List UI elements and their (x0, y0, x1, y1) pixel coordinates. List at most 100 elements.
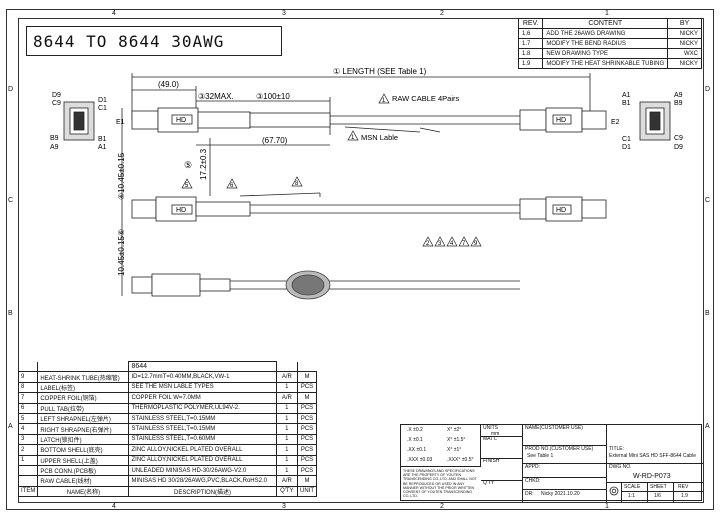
sheet-value: 1/6 (654, 493, 661, 499)
msn-label-balloon-num: 1 (351, 135, 355, 141)
bom-name: PULL TAB(拉带) (37, 402, 130, 414)
bom-name: HEAT-SHRINK TUBE(热缩管) (37, 371, 130, 383)
pin-label: B1 (98, 136, 107, 143)
bom-name: BOTTOM SHELL(底壳) (37, 444, 130, 456)
appd-label: APPD: (525, 464, 541, 470)
pin-label: A9 (50, 144, 59, 151)
e2-label: E2 (611, 119, 620, 126)
bom-footer-item: ITEM (17, 485, 39, 498)
bom-row: RAW CABLE(线材)MINISAS HD 30/28/26AWG,PVC,… (17, 475, 317, 487)
name-customer: NAME(CUSTOMER USE) (525, 425, 583, 431)
end-view-left (63, 101, 95, 141)
title-label: TITLE: (609, 446, 625, 452)
bom-unit: M (297, 392, 317, 404)
pin-label: A1 (622, 92, 631, 99)
bom-qty: 1 (275, 402, 299, 414)
raw-cable-note: RAW CABLE 4Pairs (392, 94, 459, 103)
bom-unit: PCS (297, 464, 317, 477)
bom-unit: PCS (297, 381, 317, 394)
bom-item: 3 (17, 433, 39, 446)
scale-value: 1:1 (628, 493, 635, 499)
hd-label: HD (176, 207, 186, 214)
bom-name: LATCH(锁扣件) (37, 433, 130, 446)
rev-cell: 1.9 (517, 58, 544, 69)
bom-desc: STAINLESS STEEL,T=0.60MM (128, 433, 277, 446)
dr-value: Nicky 2021.10.20 (541, 491, 580, 497)
balloon-7: 7 (462, 241, 466, 247)
dim-32max: ③32MAX. (198, 92, 234, 101)
col-label-2-bottom: 2 (440, 503, 444, 510)
bom-item: 8 (17, 381, 39, 394)
bom-unit: PCS (297, 454, 317, 466)
title-value: External Mini SAS HD SFF-8644 Cable (609, 453, 696, 459)
pin-label: C9 (52, 100, 61, 107)
pin-label: A1 (98, 144, 107, 151)
pin-label: D9 (674, 144, 683, 151)
projection-symbol-icon (609, 486, 619, 496)
finish-label: FINISH (483, 458, 500, 464)
bom-qty: 1 (275, 412, 299, 425)
bom-unit: M (297, 475, 317, 487)
dim-49: (49.0) (158, 80, 179, 89)
drawing-title: 8644 TO 8644 30AWG (26, 26, 282, 56)
hd-label: HD (176, 117, 186, 124)
bom-footer-desc: DESCRIPTION(描述) (128, 485, 277, 498)
bom-item (17, 464, 39, 477)
bom-name: LABEL(标签) (37, 381, 130, 394)
hd-label: HD (556, 207, 566, 214)
pin-label: D9 (52, 92, 61, 99)
bom-title: 8644 (128, 360, 277, 373)
bom-qty: 1 (275, 423, 299, 435)
dim-1045-b: 10.45±0.15⑥ (117, 229, 126, 276)
bom-unit: PCS (297, 423, 317, 435)
cable-drawing: HD HD HD HD ① LENGTH (SEE Table 1) (49.0… (50, 67, 683, 300)
bom-desc: STAINLESS STEEL,T=0.15MM (128, 423, 277, 435)
dwg-no-label: DWG NO. (609, 464, 632, 470)
balloon-6: 6 (230, 183, 234, 189)
bom-unit: PCS (297, 402, 317, 414)
bom-footer-name: NAME(名称) (37, 485, 130, 498)
bom-unit: PCS (297, 433, 317, 446)
row-label-d: D (8, 86, 14, 93)
bom-item: 9 (17, 371, 39, 383)
bom-qty: 1 (275, 433, 299, 446)
bom-item: 6 (17, 402, 39, 414)
pin-label: A9 (674, 92, 683, 99)
bom-desc: UNLEADED MINISAS HD-30/26AWG-V2.0 (128, 464, 277, 477)
col-label-1-bottom: 1 (605, 503, 609, 510)
pin-label: C1 (622, 136, 631, 143)
col-label-4-bottom: 4 (112, 503, 116, 510)
pin-label: B9 (674, 100, 683, 107)
bom-footer-qty: Q'TY (275, 485, 299, 498)
dr-label: DR: (525, 491, 534, 497)
bom-name: RIGHT SHRAPNE(右弹片) (37, 423, 130, 435)
pin-label: C9 (674, 135, 683, 142)
pin-label: B1 (622, 100, 631, 107)
bom-name: LEFT SHRAPNEL(左弹片) (37, 412, 130, 425)
row-label-b-right: B (705, 310, 710, 317)
row-label-c: C (8, 197, 14, 204)
bom-item: 4 (17, 423, 39, 435)
length-label: ① LENGTH (SEE Table 1) (333, 67, 427, 76)
bom-desc: STAINLESS STEEL,T=0.15MM (128, 412, 277, 425)
qty-label: Q'TY (483, 480, 495, 486)
bom-desc: MINISAS HD 30/28/26AWG,PVC,BLACK,RoHS2.0 (128, 475, 277, 487)
bom-desc: ZINC ALLOY,NICKEL PLATED OVERALL (128, 444, 277, 456)
e1-label: E1 (116, 119, 125, 126)
bom-qty: 1 (275, 381, 299, 394)
msn-label: MSN Lable (361, 133, 398, 142)
pin-label: D1 (98, 97, 107, 104)
balloon-2: 2 (426, 241, 430, 247)
dim-100: ③100±10 (256, 92, 290, 101)
col-label-2: 2 (440, 10, 444, 17)
row-label-c-right: C (705, 197, 711, 204)
title-block: .X ±0.2 X° ±2° .X ±0.1 X° ±1.5° .XX ±0.1… (400, 424, 703, 502)
end-view-right (639, 101, 671, 141)
dim-6770: (67.70) (262, 136, 288, 145)
